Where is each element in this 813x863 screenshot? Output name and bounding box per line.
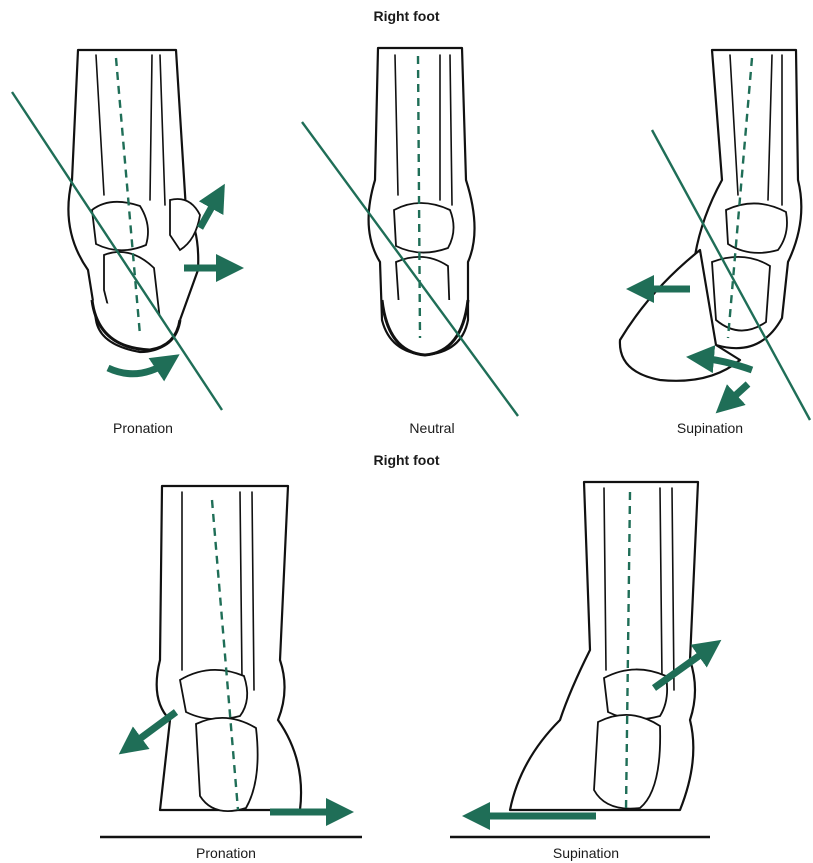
label-top-neutral: Neutral <box>362 420 502 436</box>
top-supination-foot <box>620 50 801 381</box>
label-top-pronation: Pronation <box>73 420 213 436</box>
bottom-supination-foot <box>510 482 698 810</box>
label-bottom-pronation: Pronation <box>156 845 296 861</box>
top-pronation-foot <box>68 50 200 352</box>
label-top-supination: Supination <box>640 420 780 436</box>
top-pronation-arrow-curve <box>108 362 168 374</box>
top-neutral-foot <box>369 48 475 355</box>
top-supination-arrow-down <box>726 384 748 404</box>
top-pronation-arrow-up <box>200 196 218 228</box>
bottom-pronation-foot <box>157 486 301 811</box>
label-bottom-supination: Supination <box>516 845 656 861</box>
